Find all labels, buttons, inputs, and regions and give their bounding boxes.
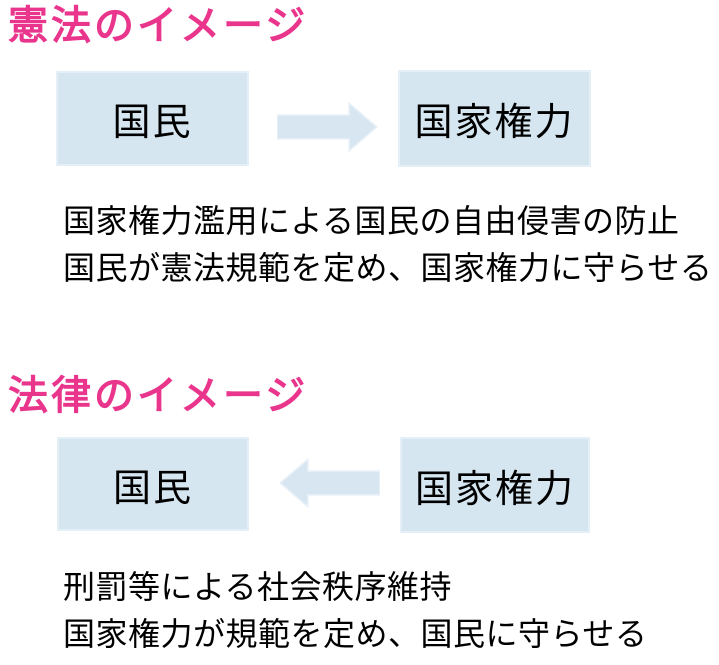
description-line: 刑罰等による社会秩序維持 xyxy=(63,569,453,605)
citizens-box-label: 国民 xyxy=(112,467,193,510)
description-line: 国家権力濫用による国民の自由侵害の防止 xyxy=(63,203,680,239)
right-arrow-icon xyxy=(277,102,378,152)
section-title-constitution: 憲法のイメージ xyxy=(8,4,309,48)
state-power-box-constitution: 国家権力 xyxy=(398,70,591,167)
left-arrow-shape xyxy=(280,458,380,508)
state-power-box-law: 国家権力 xyxy=(400,437,590,533)
left-arrow-icon xyxy=(280,458,380,508)
citizens-box-law: 国民 xyxy=(57,437,249,531)
right-arrow-shape xyxy=(277,102,378,152)
citizens-box-constitution: 国民 xyxy=(56,71,249,166)
law-description: 刑罰等による社会秩序維持 国家権力が規範を定め、国民に守らせる xyxy=(63,564,647,658)
constitution-description: 国家権力濫用による国民の自由侵害の防止 国民が憲法規範を定め、国家権力に守らせる xyxy=(63,198,712,292)
citizens-box-label: 国民 xyxy=(112,102,193,144)
section-title-law: 法律のイメージ xyxy=(8,374,309,418)
description-line: 国民が憲法規範を定め、国家権力に守らせる xyxy=(63,250,713,286)
state-power-box-label: 国家権力 xyxy=(414,468,575,511)
description-line: 国家権力が規範を定め、国民に守らせる xyxy=(63,616,648,652)
state-power-box-label: 国家権力 xyxy=(414,102,575,144)
